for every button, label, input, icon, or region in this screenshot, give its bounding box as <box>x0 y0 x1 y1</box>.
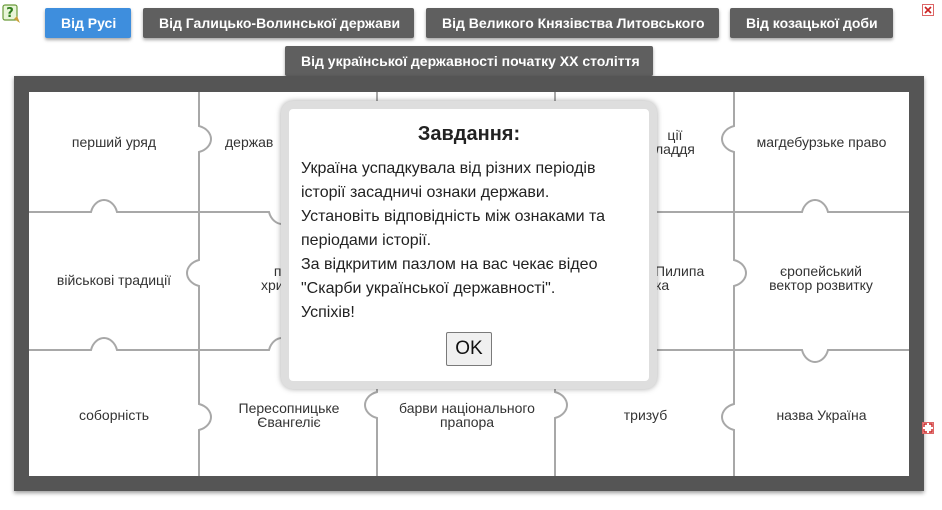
puzzle-piece[interactable]: тризуб <box>623 407 668 423</box>
puzzle-piece[interactable]: перший уряд <box>71 134 157 150</box>
tab-lithuania[interactable]: Від Великого Князівства Литовського <box>426 8 719 38</box>
fullscreen-icon[interactable] <box>922 422 934 434</box>
dialog-line: періодами історії. <box>301 232 432 249</box>
dialog-title: Завдання: <box>417 123 521 145</box>
tab-20th-century[interactable]: Від української державності початку ХХ с… <box>285 46 653 76</box>
dialog-line: Установіть відповідність між ознаками та <box>301 208 606 225</box>
dialog-line: Україна успадкувала від різних періодів <box>301 160 596 177</box>
period-tabs: Від Русі Від Галицько-Волинської держави… <box>0 0 942 80</box>
dialog-line: "Скарби української державності". <box>301 280 556 297</box>
puzzle-piece[interactable]: соборність <box>78 407 150 423</box>
puzzle-piece[interactable]: магдебурзьке право <box>756 134 887 150</box>
puzzle-piece[interactable]: ції ладдя <box>655 127 695 157</box>
puzzle-piece[interactable]: назва Україна <box>776 407 867 423</box>
puzzle-piece[interactable]: Пересопницьке Євангеліє <box>238 400 340 430</box>
dialog-line: історії засадничі ознаки держави. <box>301 184 550 201</box>
puzzle-piece[interactable]: барви національного прапора <box>399 400 535 430</box>
dialog-line: Успіхів! <box>301 304 355 321</box>
tab-cossack[interactable]: Від козацької доби <box>730 8 893 38</box>
task-dialog: Завдання: Україна успадкувала від різних… <box>281 101 657 389</box>
close-icon[interactable] <box>922 4 934 16</box>
dialog-line: За відкритим пазлом на вас чекає відео <box>301 256 598 273</box>
puzzle-piece[interactable]: військові традиції <box>56 272 172 288</box>
help-icon[interactable]: ? <box>0 2 22 24</box>
tab-halych-volyn[interactable]: Від Галицько-Волинської держави <box>143 8 414 38</box>
dialog-text: Україна успадкувала від різних періодів … <box>301 157 641 325</box>
puzzle-piece[interactable]: єропейський вектор розвитку <box>769 263 873 293</box>
svg-text:?: ? <box>6 6 14 21</box>
ok-button[interactable]: OK <box>446 332 492 366</box>
puzzle-piece[interactable]: держав <box>225 134 274 150</box>
tab-rus[interactable]: Від Русі <box>45 8 131 38</box>
puzzle-piece[interactable]: Пилипа ка <box>655 263 705 293</box>
